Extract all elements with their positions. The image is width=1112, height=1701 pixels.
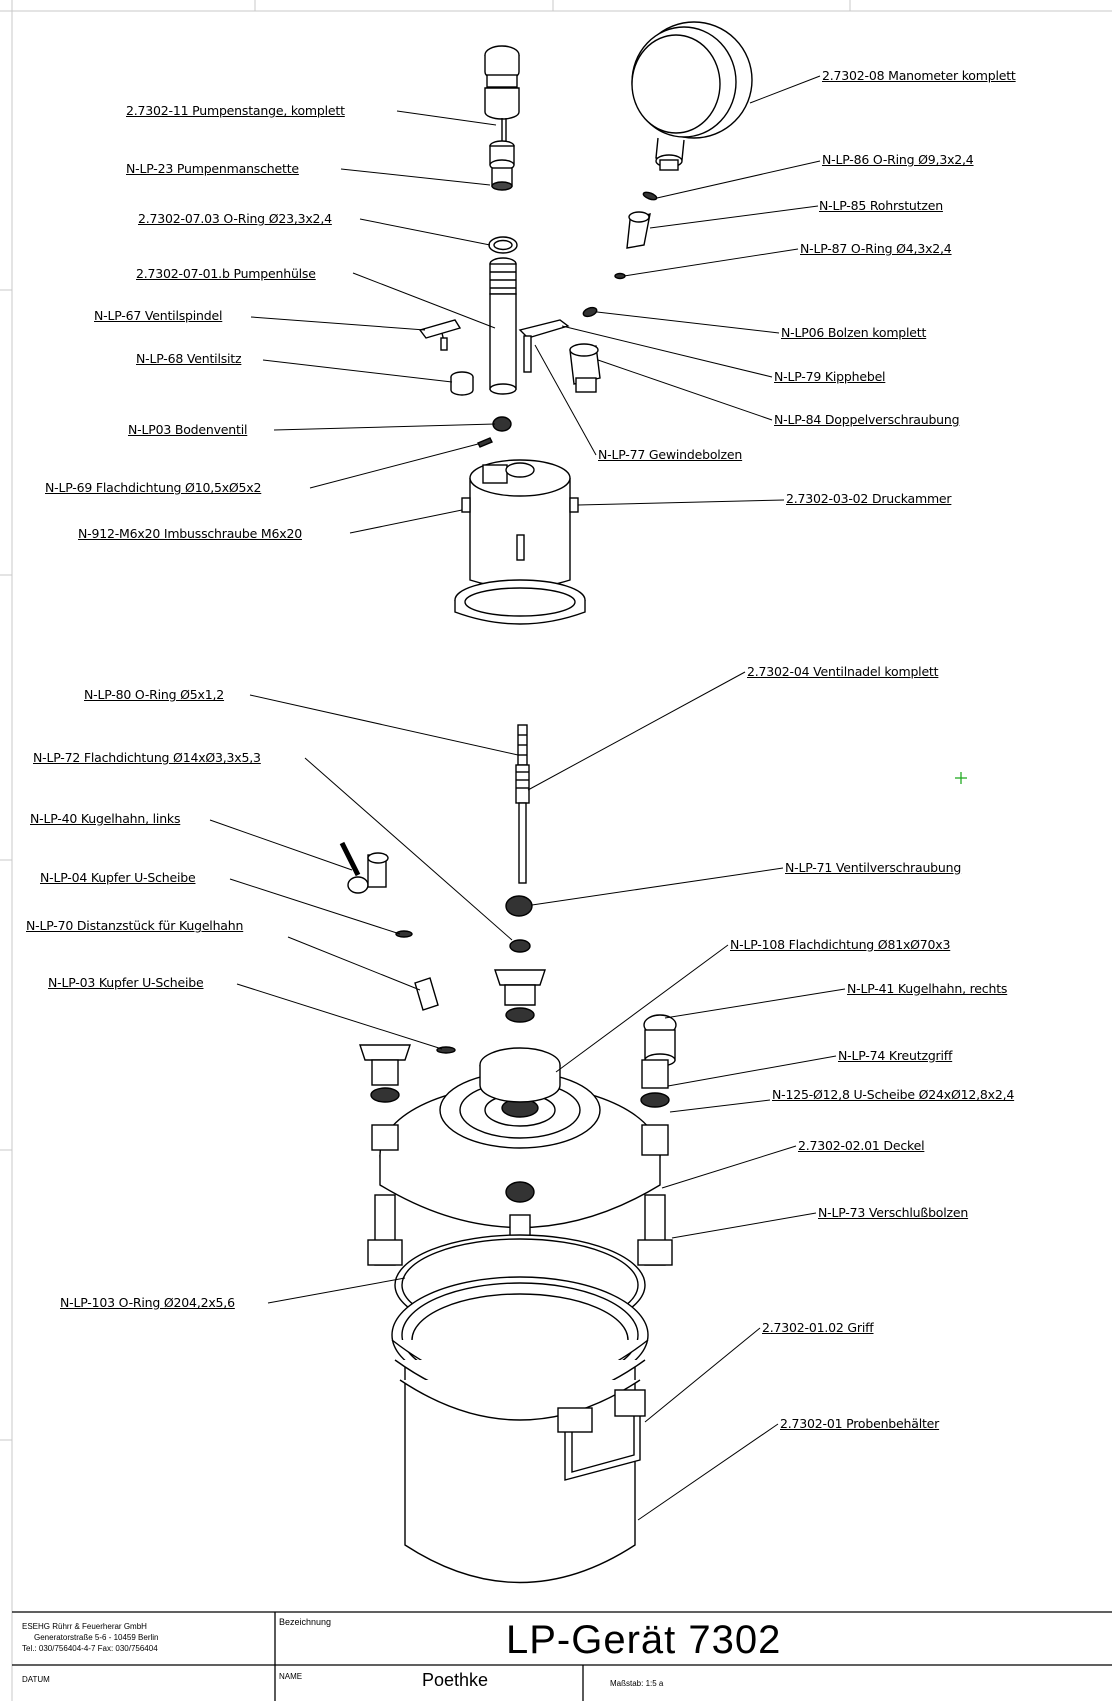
part-gewindebolzen: [523, 335, 532, 373]
label-oring-5: N-LP-80 O-Ring Ø5x1,2: [84, 687, 225, 702]
label-gewindebolzen: N-LP-77 Gewindebolzen: [598, 447, 743, 462]
title-block: [12, 1611, 1112, 1701]
label-distanzstueck: N-LP-70 Distanzstück für Kugelhahn: [26, 918, 244, 933]
label-kupfer-04: N-LP-04 Kupfer U-Scheibe: [40, 870, 196, 885]
label-kugelhahn-rechts: N-LP-41 Kugelhahn, rechts: [847, 981, 1008, 996]
part-druckkammer: [454, 459, 586, 625]
part-griff: [557, 1389, 646, 1481]
part-deckel: [379, 1047, 661, 1229]
label-rohrstutzen: N-LP-85 Rohrstutzen: [819, 198, 943, 213]
part-kugelhahn-links: [339, 841, 389, 894]
part-distanzstueck: [414, 977, 439, 1011]
company-line-1: ESEHG Rührr & Feuerherar GmbH: [22, 1622, 147, 1631]
datum-label: DATUM: [22, 1675, 50, 1684]
label-flachdichtung-81: N-LP-108 Flachdichtung Ø81xØ70x3: [730, 937, 951, 952]
part-kreutzgriff-top: [494, 969, 546, 1023]
part-kugelhahn-rechts: [643, 1014, 677, 1067]
company-line-2: Generatorstraße 5-6 - 10459 Berlin: [34, 1633, 159, 1642]
part-kipphebel: [518, 319, 570, 339]
label-pumpenmanschette: N-LP-23 Pumpenmanschette: [126, 161, 299, 176]
label-griff: 2.7302-01.02 Griff: [762, 1320, 874, 1335]
part-verschluss-right: [637, 1059, 673, 1266]
part-bodenventil: [492, 416, 512, 432]
part-oring-43: [614, 272, 626, 280]
label-flachdichtung-14: N-LP-72 Flachdichtung Ø14xØ3,3x5,3: [33, 750, 261, 765]
part-oring-93: [642, 191, 658, 201]
label-kipphebel: N-LP-79 Kipphebel: [774, 369, 886, 384]
label-probenbehaelter: 2.7302-01 Probenbehälter: [780, 1416, 940, 1431]
part-manometer: [631, 21, 753, 171]
part-rohrstutzen: [626, 211, 651, 249]
part-pumpenhuelse: [489, 257, 517, 395]
part-doppelverschraubung: [569, 343, 601, 393]
label-kugelhahn-links: N-LP-40 Kugelhahn, links: [30, 811, 181, 826]
part-ventilspindel: [418, 319, 462, 351]
label-ventilspindel: N-LP-67 Ventilspindel: [94, 308, 223, 323]
part-probenbehaelter: [391, 1276, 649, 1584]
massstab: Maßstab: 1:5 a: [610, 1679, 664, 1688]
label-verschlussbolzen: N-LP-73 Verschlußbolzen: [818, 1205, 969, 1220]
part-bolzen: [582, 306, 598, 318]
label-ventilverschraubung: N-LP-71 Ventilverschraubung: [785, 860, 962, 875]
label-pumpenstange: 2.7302-11 Pumpenstange, komplett: [126, 103, 345, 118]
label-kupfer-03: N-LP-03 Kupfer U-Scheibe: [48, 975, 204, 990]
label-flachdichtung-10: N-LP-69 Flachdichtung Ø10,5xØ5x2: [45, 480, 262, 495]
part-ventilsitz: [450, 371, 474, 396]
part-ventilverschraubung: [505, 895, 533, 917]
label-manometer: 2.7302-08 Manometer komplett: [822, 68, 1016, 83]
company-line-3: Tel.: 030/756404-4-7 Fax: 030/756404: [22, 1644, 158, 1653]
label-oring-204: N-LP-103 O-Ring Ø204,2x5,6: [60, 1295, 235, 1310]
label-deckel: 2.7302-02.01 Deckel: [798, 1138, 925, 1153]
name-value: Poethke: [422, 1670, 489, 1690]
label-kreutzgriff: N-LP-74 Kreutzgriff: [838, 1048, 953, 1063]
label-bodenventil: N-LP03 Bodenventil: [128, 422, 248, 437]
label-oring-93: N-LP-86 O-Ring Ø9,3x2,4: [822, 152, 974, 167]
label-ventilnadel: 2.7302-04 Ventilnadel komplett: [747, 664, 939, 679]
part-kupfer-04: [395, 930, 413, 938]
label-oring-43: N-LP-87 O-Ring Ø4,3x2,4: [800, 241, 952, 256]
label-druckkammer: 2.7302-03-02 Druckammer: [786, 491, 952, 506]
crosshair-icon: [955, 772, 967, 784]
label-pumpenhuelse: 2.7302-07-01.b Pumpenhülse: [136, 266, 316, 281]
part-flachdichtung-14: [509, 939, 531, 953]
label-doppelverschraubung: N-LP-84 Doppelverschraubung: [774, 412, 960, 427]
label-uscheibe-125: N-125-Ø12,8 U-Scheibe Ø24xØ12,8x2,4: [772, 1087, 1015, 1102]
part-pumpenmanschette: [489, 140, 515, 191]
name-label: NAME: [279, 1672, 303, 1681]
label-ventilsitz: N-LP-68 Ventilsitz: [136, 351, 242, 366]
part-flachdichtung-10: [477, 437, 493, 448]
part-pumpenstange: [484, 45, 520, 145]
part-ventilnadel: [515, 724, 530, 884]
leader-lines: [209, 75, 846, 1521]
label-imbus: N-912-M6x20 Imbusschraube M6x20: [78, 526, 302, 541]
bezeichnung-label: Bezeichnung: [279, 1617, 332, 1627]
part-verschluss-left: [359, 1044, 411, 1266]
drawing-title: LP-Gerät 7302: [506, 1618, 782, 1662]
parts: [339, 21, 753, 1584]
label-oring-pump: 2.7302-07.03 O-Ring Ø23,3x2,4: [138, 211, 332, 226]
label-bolzen: N-LP06 Bolzen komplett: [781, 325, 927, 340]
